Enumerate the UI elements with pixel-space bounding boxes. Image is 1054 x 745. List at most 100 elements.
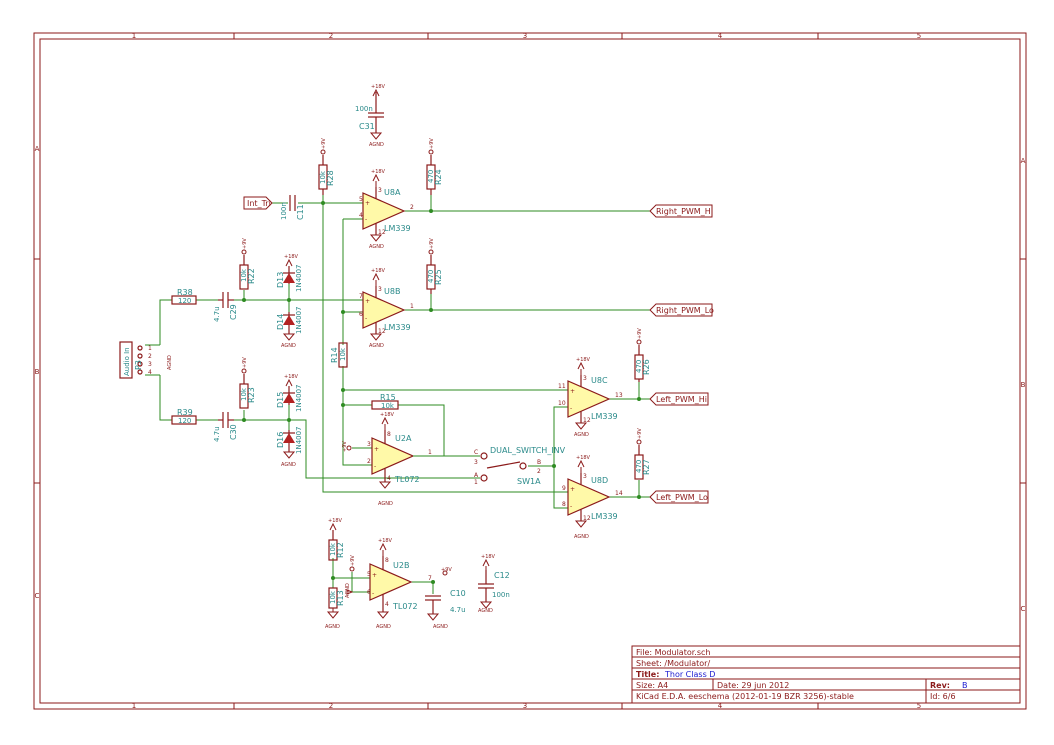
value-label: 4.7u [213,306,221,322]
ground-icon: AGND [376,611,391,630]
tb-sheet: Sheet: /Modulator/ [636,659,710,668]
power-9v-icon: +9V [241,357,248,374]
power-9v-icon: +9V [441,567,452,576]
ground-icon: AGND [345,583,354,598]
ref-label: U8D [591,476,608,485]
power-18v-icon: +18V [371,169,386,187]
net-label-text: Left_PWM_Hi [656,395,707,404]
value-label: 4.7u [213,426,221,442]
value-label: 120 [178,417,191,425]
value-label: LM339 [591,512,618,521]
svg-text:AGND: AGND [378,501,393,507]
svg-text:12: 12 [378,328,386,335]
value-label: LM339 [384,224,411,233]
junction-dot [429,308,433,312]
comparator-u8b: +- 7 6 1 3 12 U8B LM339 [359,286,414,335]
svg-text:+9V: +9V [350,555,356,566]
svg-text:5: 5 [367,571,371,578]
capacitor-c29: 4.7u C29 [213,292,238,322]
svg-text:10: 10 [558,400,566,407]
grid-row-label: B [35,368,40,376]
svg-text:1: 1 [148,345,152,352]
resistor-r25: 470 R25 [426,255,443,294]
ref-label: U8A [384,188,401,197]
connector-p3: Audio In P3 1 2 3 4 AGND [119,341,173,379]
svg-text:AGND: AGND [574,432,589,438]
ref-label: R26 [642,359,651,375]
junction-dot [429,209,433,213]
svg-text:A: A [474,472,479,479]
junction-dot [287,418,291,422]
power-18v-icon: +18V [576,455,591,473]
power-9v-icon: +9V [428,138,435,155]
ref-label: SW1A [517,477,541,486]
capacitor-c31: 100n C31 [355,92,384,133]
ref-label: U2A [395,434,412,443]
net-label-text: Right_PWM_Lo [656,306,714,315]
ground-icon: AGND [378,481,393,507]
value-label: 120 [178,297,191,305]
capacitor-c10: C10 4.7u [425,589,466,614]
resistor-r24: 470 R24 [426,155,443,195]
svg-text:+: + [365,200,370,207]
ground-icon: AGND [369,132,384,148]
power-18v-icon: +18V [284,374,299,387]
ref-label: C12 [494,571,510,580]
junctions [242,201,641,584]
grid-row-label: A [1021,157,1026,165]
ref-label: C10 [450,589,466,598]
power-9v-icon: +9V [342,441,352,452]
value-label: 470 [635,460,643,473]
opamp-u2b: +- 5 6 7 8 4 U2B TL072 [367,556,432,612]
svg-text:+18V: +18V [576,357,591,363]
diode-d13: D13 1N4007 [276,264,303,292]
svg-text:AGND: AGND [369,142,384,148]
junction-dot [341,403,345,407]
tb-file: File: Modulator.sch [636,648,710,657]
grid-row-labels: A B C A B C [35,145,1026,613]
value-label: 10k [329,542,337,556]
svg-text:AGND: AGND [369,343,384,349]
ref-label: R12 [336,542,345,558]
ref-label: C29 [229,304,238,320]
value-label: 10k [339,347,347,361]
svg-text:AGND: AGND [345,583,351,598]
value-label: 1N4007 [295,426,303,454]
ref-label: U8B [384,287,400,296]
opamp-u2a: +- 3 2 1 8 4 U2A TL072 [367,430,435,484]
ref-label: C30 [229,424,238,440]
svg-text:-: - [374,463,376,470]
svg-text:-: - [365,216,367,223]
ref-label: R23 [247,387,256,403]
tb-title-label: Title: [636,670,659,679]
svg-text:B: B [537,459,541,466]
ground-icon: AGND [426,613,448,630]
power-18v-icon: +18V [284,254,299,267]
junction-dot [242,418,246,422]
value-label: TL072 [394,475,420,484]
ref-label: P3 [134,360,143,370]
svg-text:-: - [570,503,572,510]
grid-col-label: 1 [132,32,136,40]
resistor-r23: 10k R23 [239,374,256,409]
svg-text:8: 8 [387,431,391,438]
junction-dot [321,201,325,205]
value-label: 100n [492,591,510,599]
svg-text:11: 11 [558,383,566,390]
svg-text:+18V: +18V [380,412,395,418]
value-label: DUAL_SWITCH_INV [490,446,566,455]
ref-label: R15 [380,393,396,402]
svg-text:1: 1 [410,303,414,310]
tb-rev-value: B [962,681,968,690]
junction-dot [341,388,345,392]
junction-dot [242,298,246,302]
power-symbols: +18V +18V +18V +18V +18V +18V +18V +18V … [241,84,643,630]
svg-text:+18V: +18V [328,518,343,524]
svg-text:7: 7 [359,293,363,300]
ref-label: C11 [296,204,305,220]
ref-label: U2B [393,561,409,570]
value-label: 470 [635,360,643,373]
ref-label: C31 [359,122,375,131]
power-9v-icon: +9V [320,138,327,155]
